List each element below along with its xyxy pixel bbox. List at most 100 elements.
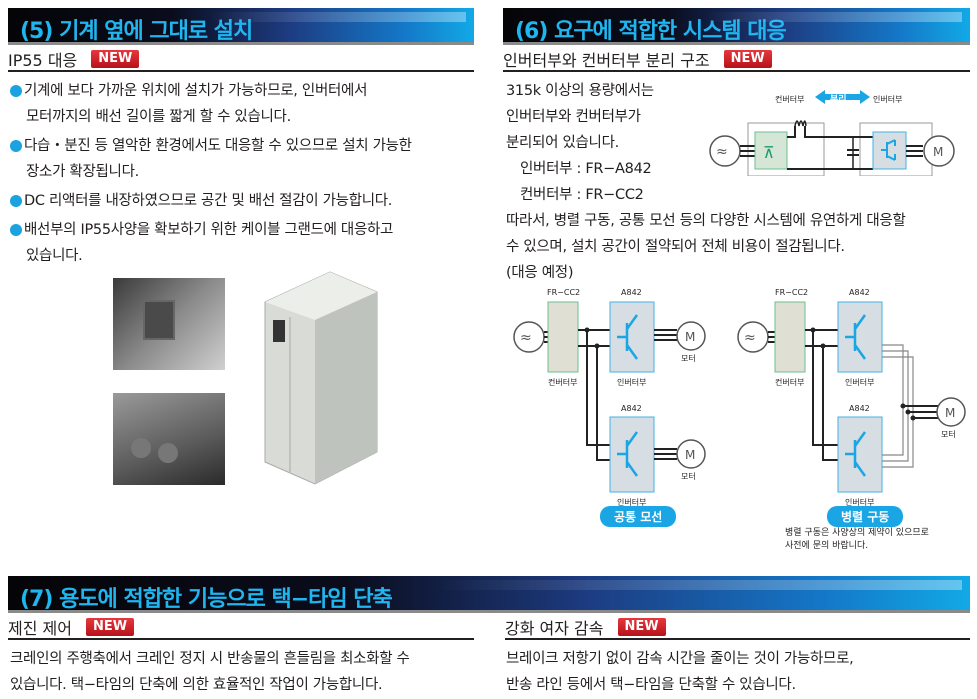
section-6-subtitle: 인버터부와 컨버터부 분리 구조 NEW xyxy=(503,48,970,72)
separation-arrow-icon xyxy=(815,90,870,104)
motor-label: 모터 xyxy=(681,354,696,363)
inverter-block xyxy=(609,301,655,373)
motor-label: 모터 xyxy=(941,430,956,439)
intro-line: 인버터부와 컨버터부가 xyxy=(506,109,641,125)
converter-block xyxy=(774,301,806,373)
parallel-drive-diagram: FR−CC2 A842 A842 ≈ M 모터 컨버터부 인버터부 인버터부 xyxy=(737,288,966,507)
converter-model-line: 컨버터부 : FR−CC2 xyxy=(520,187,644,203)
body-line: 수 있으며, 설치 공간이 절약되어 전체 비용이 절감됩니다. xyxy=(506,239,845,255)
section-5-header: (5) 기계 옆에 그대로 설치 xyxy=(8,8,474,45)
converter-label: 컨버터부 xyxy=(775,94,804,104)
new-badge: NEW xyxy=(723,50,772,68)
section-7-left-text: 크레인의 주행축에서 크레인 정지 시 반송물의 흔들림을 최소화할 수 있습니… xyxy=(10,646,480,698)
separation-diagram: 컨버터부 분리 인버터부 ≈ ⊼ M xyxy=(709,90,955,176)
bullet-dot-icon xyxy=(10,224,22,236)
separation-label: 분리 xyxy=(830,93,847,105)
inverter-block xyxy=(872,131,907,170)
converter-model: FR−CC2 xyxy=(547,288,580,297)
motor-label: 모터 xyxy=(681,472,696,481)
svg-text:≈: ≈ xyxy=(744,330,756,346)
inverter-model: A842 xyxy=(621,288,642,297)
footnote-line: 사전에 문의 바랍니다. xyxy=(785,541,869,551)
section-5-subtitle: IP55 대응 NEW xyxy=(8,48,474,72)
footnote-line: 병렬 구동은 사양상의 제약이 있으므로 xyxy=(785,528,929,538)
motor-icon xyxy=(676,439,706,469)
motor-letter: M xyxy=(933,145,943,159)
new-badge: NEW xyxy=(617,618,666,636)
inverter-model: A842 xyxy=(849,288,870,297)
text-line: 브레이크 저항기 없이 감속 시간을 줄이는 것이 가능하므로, xyxy=(506,651,854,667)
inverter-label: 인버터부 xyxy=(617,497,646,507)
inverter-block xyxy=(837,301,883,373)
motor-letter: M xyxy=(945,406,955,420)
section-6-intro: 315k 이상의 용량에서는 인버터부와 컨버터부가 분리되어 있습니다. 인버… xyxy=(506,78,706,208)
converter-block xyxy=(754,131,788,170)
parallel-drive-caption: 병렬 구동 xyxy=(827,506,904,527)
bullet-line: 다습・분진 등 열악한 환경에서도 대응할 수 있으므로 설치 가능한 xyxy=(24,138,412,154)
bullet-line: 배선부의 IP55사양을 확보하기 위한 케이블 그랜드에 대응하고 xyxy=(24,222,394,238)
svg-text:≈: ≈ xyxy=(716,144,728,160)
inverter-model: A842 xyxy=(849,404,870,413)
new-badge: NEW xyxy=(91,50,140,68)
bullet-item: DC 리액터를 내장하였으므로 공간 및 배선 절감이 가능합니다. xyxy=(10,188,480,214)
inverter-model: A842 xyxy=(621,404,642,413)
body-line: 따라서, 병렬 구동, 공통 모선 등의 다양한 시스템에 유연하게 대응할 xyxy=(506,213,906,229)
section-7-header: (7) 용도에 적합한 기능으로 택−타임 단축 xyxy=(8,576,970,613)
section-7-left-subtitle: 제진 제어 NEW xyxy=(8,616,474,640)
section-7-title: (7) 용도에 적합한 기능으로 택−타임 단축 xyxy=(20,587,393,612)
converter-label: 컨버터부 xyxy=(775,377,804,387)
subtitle-text: 제진 제어 xyxy=(8,619,72,638)
intro-line: 315k 이상의 용량에서는 xyxy=(506,83,654,99)
section-6-title: (6) 요구에 적합한 시스템 대응 xyxy=(515,19,787,44)
motor-letter: M xyxy=(685,448,695,462)
svg-text:⊼: ⊼ xyxy=(763,143,775,162)
common-bus-caption: 공통 모선 xyxy=(600,506,677,527)
keypad-photo xyxy=(113,278,225,370)
inverter-label: 인버터부 xyxy=(873,94,902,104)
subtitle-text: 인버터부와 컨버터부 분리 구조 xyxy=(503,51,710,70)
inverter-label: 인버터부 xyxy=(845,377,874,387)
motor-icon xyxy=(936,397,966,427)
section-5-title: (5) 기계 옆에 그대로 설치 xyxy=(20,19,253,44)
cable-gland-photo xyxy=(113,393,225,485)
bullet-dot-icon xyxy=(10,140,22,152)
subtitle-text: IP55 대응 xyxy=(8,51,78,70)
bullet-line: 있습니다. xyxy=(26,248,83,264)
bullet-dot-icon xyxy=(10,85,22,97)
svg-text:≈: ≈ xyxy=(520,330,532,346)
section-7-right-text: 브레이크 저항기 없이 감속 시간을 줄이는 것이 가능하므로, 반송 라인 등… xyxy=(506,646,976,698)
common-bus-diagram: FR−CC2 A842 A842 ≈ M M 모터 모터 컨버터부 인버터부 인… xyxy=(513,288,706,507)
subtitle-text: 강화 여자 감속 xyxy=(505,619,604,638)
new-badge: NEW xyxy=(85,618,135,636)
converter-block xyxy=(547,301,579,373)
converter-label: 컨버터부 xyxy=(548,377,577,387)
motor-letter: M xyxy=(685,330,695,344)
text-line: 있습니다. 택−타임의 단축에 의한 효율적인 작업이 가능합니다. xyxy=(10,677,383,693)
intro-line: 분리되어 있습니다. xyxy=(506,135,619,151)
motor-icon xyxy=(923,135,955,167)
section-7-right-subtitle: 강화 여자 감속 NEW xyxy=(505,616,970,640)
inverter-block xyxy=(837,416,883,493)
inverter-model-line: 인버터부 : FR−A842 xyxy=(520,161,652,177)
bullet-line: DC 리액터를 내장하였으므로 공간 및 배선 절감이 가능합니다. xyxy=(24,193,393,209)
note-text: (대응 예정) xyxy=(506,265,574,281)
bullet-line: 모터까지의 배선 길이를 짧게 할 수 있습니다. xyxy=(26,109,291,125)
bullet-dot-icon xyxy=(10,195,22,207)
inverter-label: 인버터부 xyxy=(617,377,646,387)
parallel-footnote: 병렬 구동은 사양상의 제약이 있으므로 사전에 문의 바랍니다. xyxy=(785,527,929,553)
inverter-block xyxy=(609,416,655,493)
bullet-line: 기계에 보다 가까운 위치에 설치가 가능하므로, 인버터에서 xyxy=(24,83,368,99)
reactor-icon xyxy=(794,120,807,127)
text-line: 반송 라인 등에서 택−타임을 단축할 수 있습니다. xyxy=(506,677,796,693)
bullet-line: 장소가 확장됩니다. xyxy=(26,164,139,180)
text-line: 크레인의 주행축에서 크레인 정지 시 반송물의 흔들림을 최소화할 수 xyxy=(10,651,410,667)
inverter-unit-photo xyxy=(264,271,378,485)
section-6-body: 따라서, 병렬 구동, 공통 모선 등의 다양한 시스템에 유연하게 대응할 수… xyxy=(506,208,976,286)
converter-model: FR−CC2 xyxy=(775,288,808,297)
motor-icon xyxy=(676,321,706,351)
section-6-header: (6) 요구에 적합한 시스템 대응 xyxy=(503,8,970,45)
